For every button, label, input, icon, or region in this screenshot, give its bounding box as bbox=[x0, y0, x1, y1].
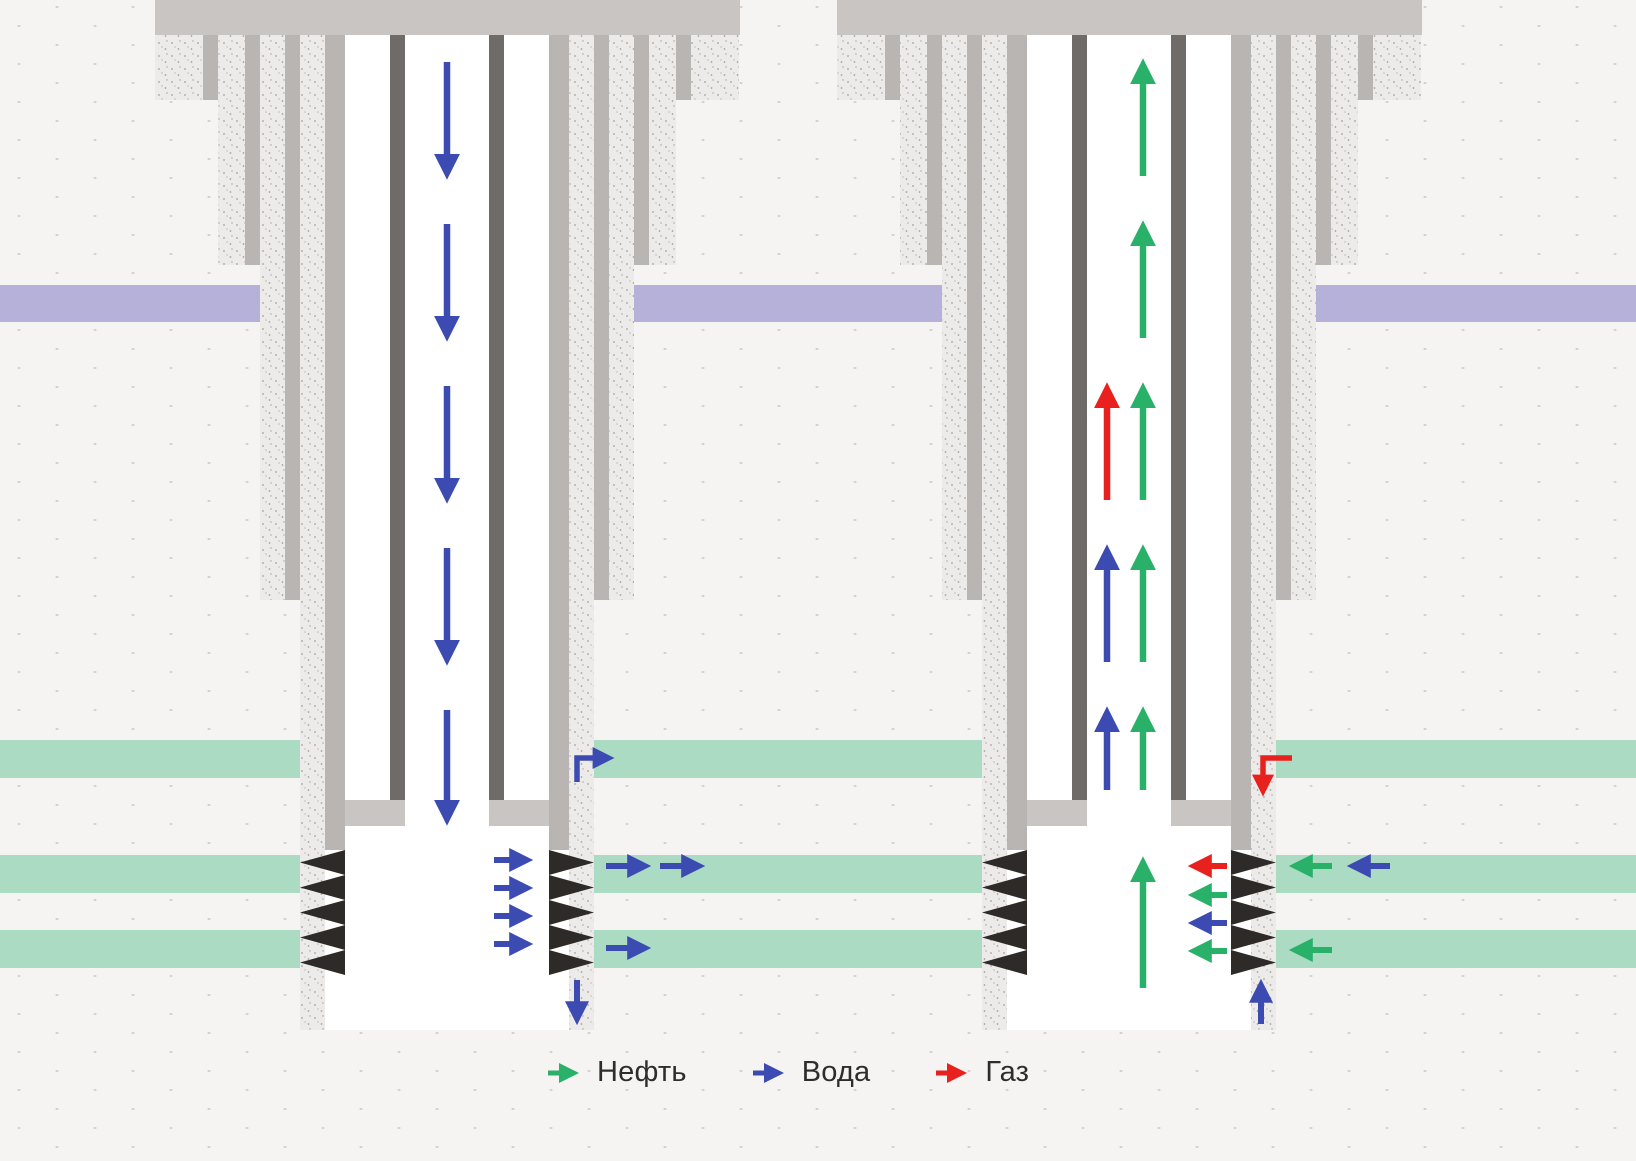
production-well bbox=[837, 0, 1422, 1030]
oil-arrow-icon bbox=[548, 1062, 579, 1083]
perforations-left-wall bbox=[300, 850, 345, 975]
reservoir-band-3 bbox=[0, 930, 1636, 968]
produced-oil-flow-arrows bbox=[1130, 58, 1332, 988]
perforations-left-wall bbox=[982, 850, 1027, 975]
legend-item-water: Вода bbox=[750, 1058, 871, 1087]
reservoir-band-1 bbox=[0, 740, 1636, 778]
injection-well-perforations bbox=[300, 850, 594, 975]
production-well-packer bbox=[1027, 800, 1231, 826]
production-well-casing-strings bbox=[885, 35, 1373, 850]
injection-well-borehole bbox=[325, 35, 569, 1030]
production-well-borehole bbox=[1007, 35, 1251, 1030]
produced-gas-flow-arrows bbox=[1094, 382, 1292, 878]
injection-well bbox=[155, 0, 740, 1030]
legend-label-gas: Газ bbox=[985, 1056, 1030, 1088]
injection-well-surface-cap bbox=[155, 0, 740, 35]
perforations-right-wall bbox=[1231, 850, 1276, 975]
legend-label-oil: Нефть bbox=[597, 1056, 687, 1088]
legend-item-oil: Нефть bbox=[545, 1058, 687, 1087]
legend: Нефть Вода Газ bbox=[545, 1058, 1029, 1087]
water-arrow-icon bbox=[752, 1062, 784, 1083]
injection-water-flow-arrows bbox=[434, 62, 706, 1026]
injection-well-casing-strings bbox=[203, 35, 691, 850]
produced-water-flow-arrows bbox=[1094, 544, 1390, 1024]
legend-label-water: Вода bbox=[801, 1056, 871, 1088]
production-well-surface-cap bbox=[837, 0, 1422, 35]
injection-well-packer bbox=[345, 800, 549, 826]
gas-arrow-icon bbox=[936, 1062, 968, 1083]
injection-well-tubing bbox=[390, 35, 504, 800]
legend-item-gas: Газ bbox=[933, 1058, 1029, 1087]
production-well-perforations bbox=[982, 850, 1276, 975]
perforations-right-wall bbox=[549, 850, 594, 975]
production-well-tubing bbox=[1072, 35, 1186, 800]
